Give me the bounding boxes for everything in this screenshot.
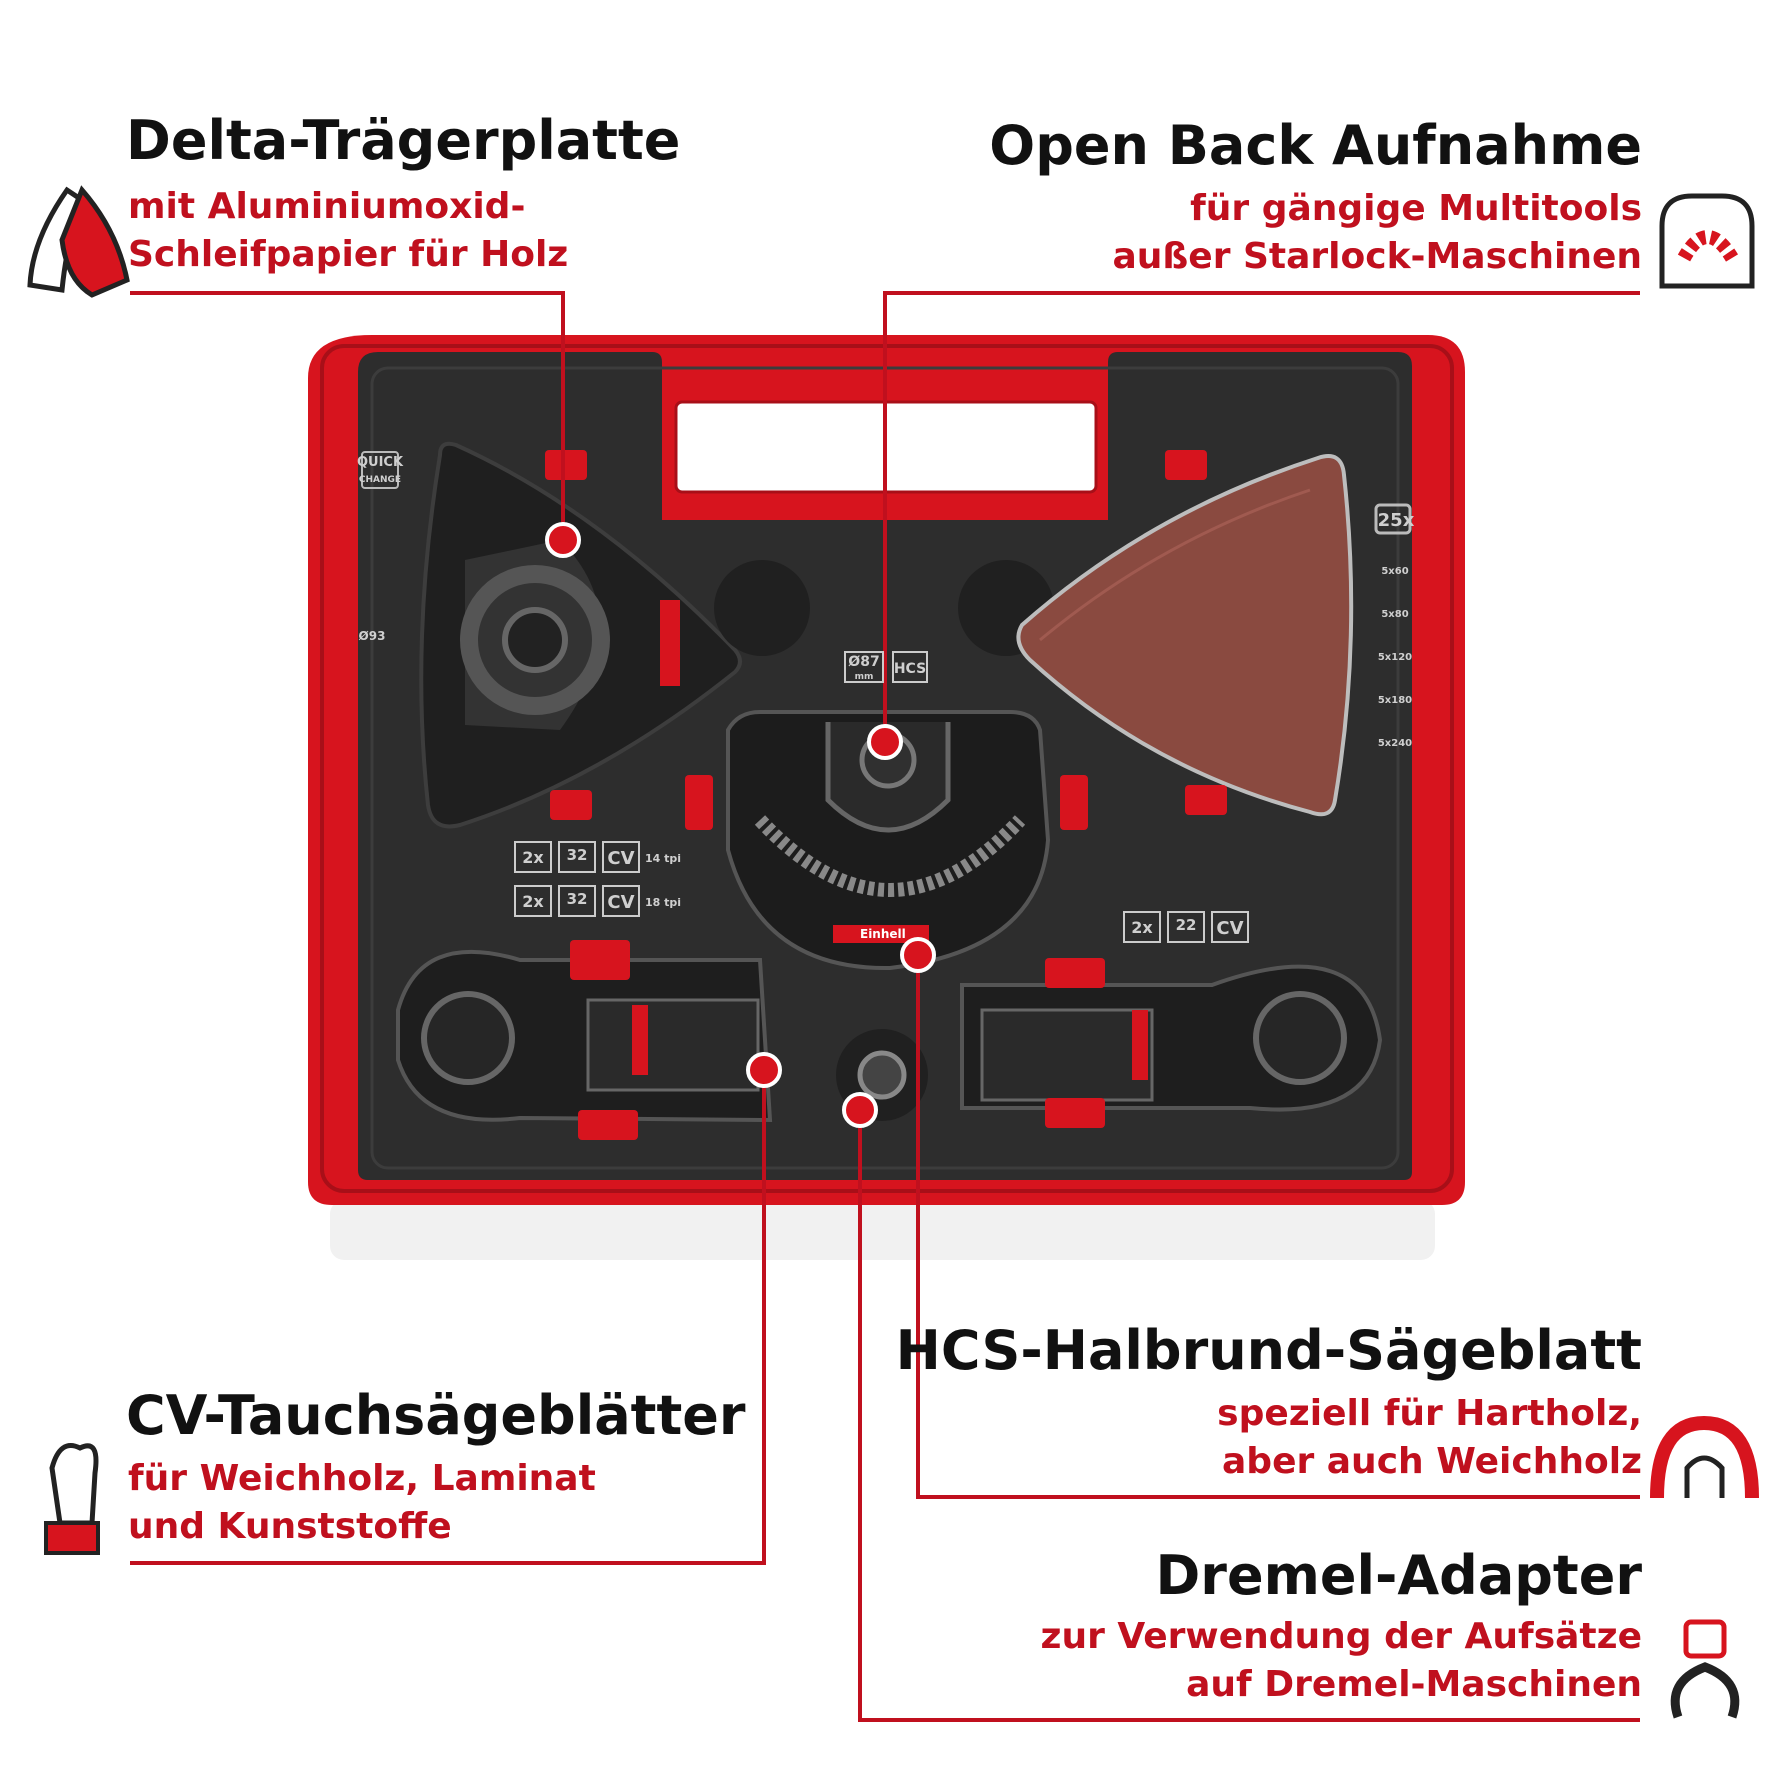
dremel-adapter-title: Dremel-Adapter (1155, 1544, 1642, 1607)
grit-label: 5x120 (1378, 652, 1412, 663)
hcs-diameter-label: Ø87 (848, 654, 879, 670)
grit-labels: 5x60 5x80 5x120 5x180 5x240 (1378, 566, 1412, 749)
cv14-tpi-label: 14 tpi (645, 852, 681, 865)
dremel-adapter (857, 1050, 907, 1100)
dremel-adapter-desc-2: auf Dremel-Maschinen (1186, 1664, 1642, 1705)
delta-plate-desc-1: mit Aluminiumoxid- (128, 186, 526, 227)
plunge-blade-icon (44, 1443, 100, 1555)
open-back-title: Open Back Aufnahme (989, 114, 1642, 177)
cv22-qty-label: 2x (1131, 918, 1153, 937)
cv-blades-title: CV-Tauchsägeblätter (126, 1384, 746, 1447)
cv18-qty-label: 2x (522, 892, 544, 911)
grit-label: 5x60 (1381, 566, 1408, 577)
delta-sanding-icon (27, 185, 130, 298)
pack-count-label: 25x (1378, 510, 1415, 531)
open-back-mount-icon (1659, 193, 1755, 289)
sandpaper-stack (1016, 454, 1354, 817)
callout-lines (130, 291, 1640, 1722)
brand-label-hcs: Einhell (860, 927, 906, 941)
einhell-logo-cv-right (1132, 1010, 1148, 1080)
grit-label: 5x180 (1378, 695, 1412, 706)
hcs-type-label: HCS (894, 661, 926, 677)
open-back-desc-1: für gängige Multitools (1190, 188, 1642, 229)
cv-blades-desc-1: für Weichholz, Laminat (128, 1458, 596, 1499)
grit-label: 5x80 (1381, 609, 1408, 620)
cv22-width-label: 22 (1176, 916, 1197, 934)
cv18-width-label: 32 (567, 890, 588, 908)
dremel-adapter-icon (1670, 1619, 1740, 1719)
open-back-desc-2: außer Starlock-Maschinen (1112, 236, 1642, 277)
retaining-clips (545, 450, 1227, 1140)
tray-recess (714, 560, 810, 656)
case-lid-reflection (330, 1200, 1435, 1260)
cv18-tpi-label: 18 tpi (645, 896, 681, 909)
hcs-half-round-blade (726, 710, 1051, 971)
einhell-logo-hcs (833, 925, 929, 943)
cv-blades-desc-2: und Kunststoffe (128, 1506, 452, 1547)
delta-oscillating-mount (460, 565, 610, 715)
quick-change-label-2: CHANGE (359, 475, 401, 485)
hcs-blade-title: HCS-Halbrund-Sägeblatt (895, 1319, 1642, 1382)
einhell-logo-delta (660, 600, 680, 686)
cv18-material-label: CV (607, 892, 634, 913)
einhell-logo-cv-left (632, 1005, 648, 1075)
cv14-qty-label: 2x (522, 848, 544, 867)
callout-dots (545, 522, 936, 1128)
cv14-width-label: 32 (567, 846, 588, 864)
half-round-blade-icon (1650, 1415, 1759, 1499)
hcs-blade-desc-1: speziell für Hartholz, (1217, 1393, 1642, 1434)
delta-size-label: Ø93 (359, 629, 386, 643)
delta-plate-desc-2: Schleifpapier für Holz (128, 234, 569, 275)
cv22-material-label: CV (1216, 918, 1243, 939)
hcs-blade-desc-2: aber auch Weichholz (1222, 1441, 1642, 1482)
hcs-mm-label: mm (855, 672, 874, 682)
delta-plate-title: Delta-Trägerplatte (126, 109, 681, 172)
grit-label: 5x240 (1378, 738, 1412, 749)
quick-change-label-1: QUICK (357, 455, 404, 470)
cv14-material-label: CV (607, 848, 634, 869)
dremel-adapter-desc-1: zur Verwendung der Aufsätze (1040, 1616, 1643, 1657)
